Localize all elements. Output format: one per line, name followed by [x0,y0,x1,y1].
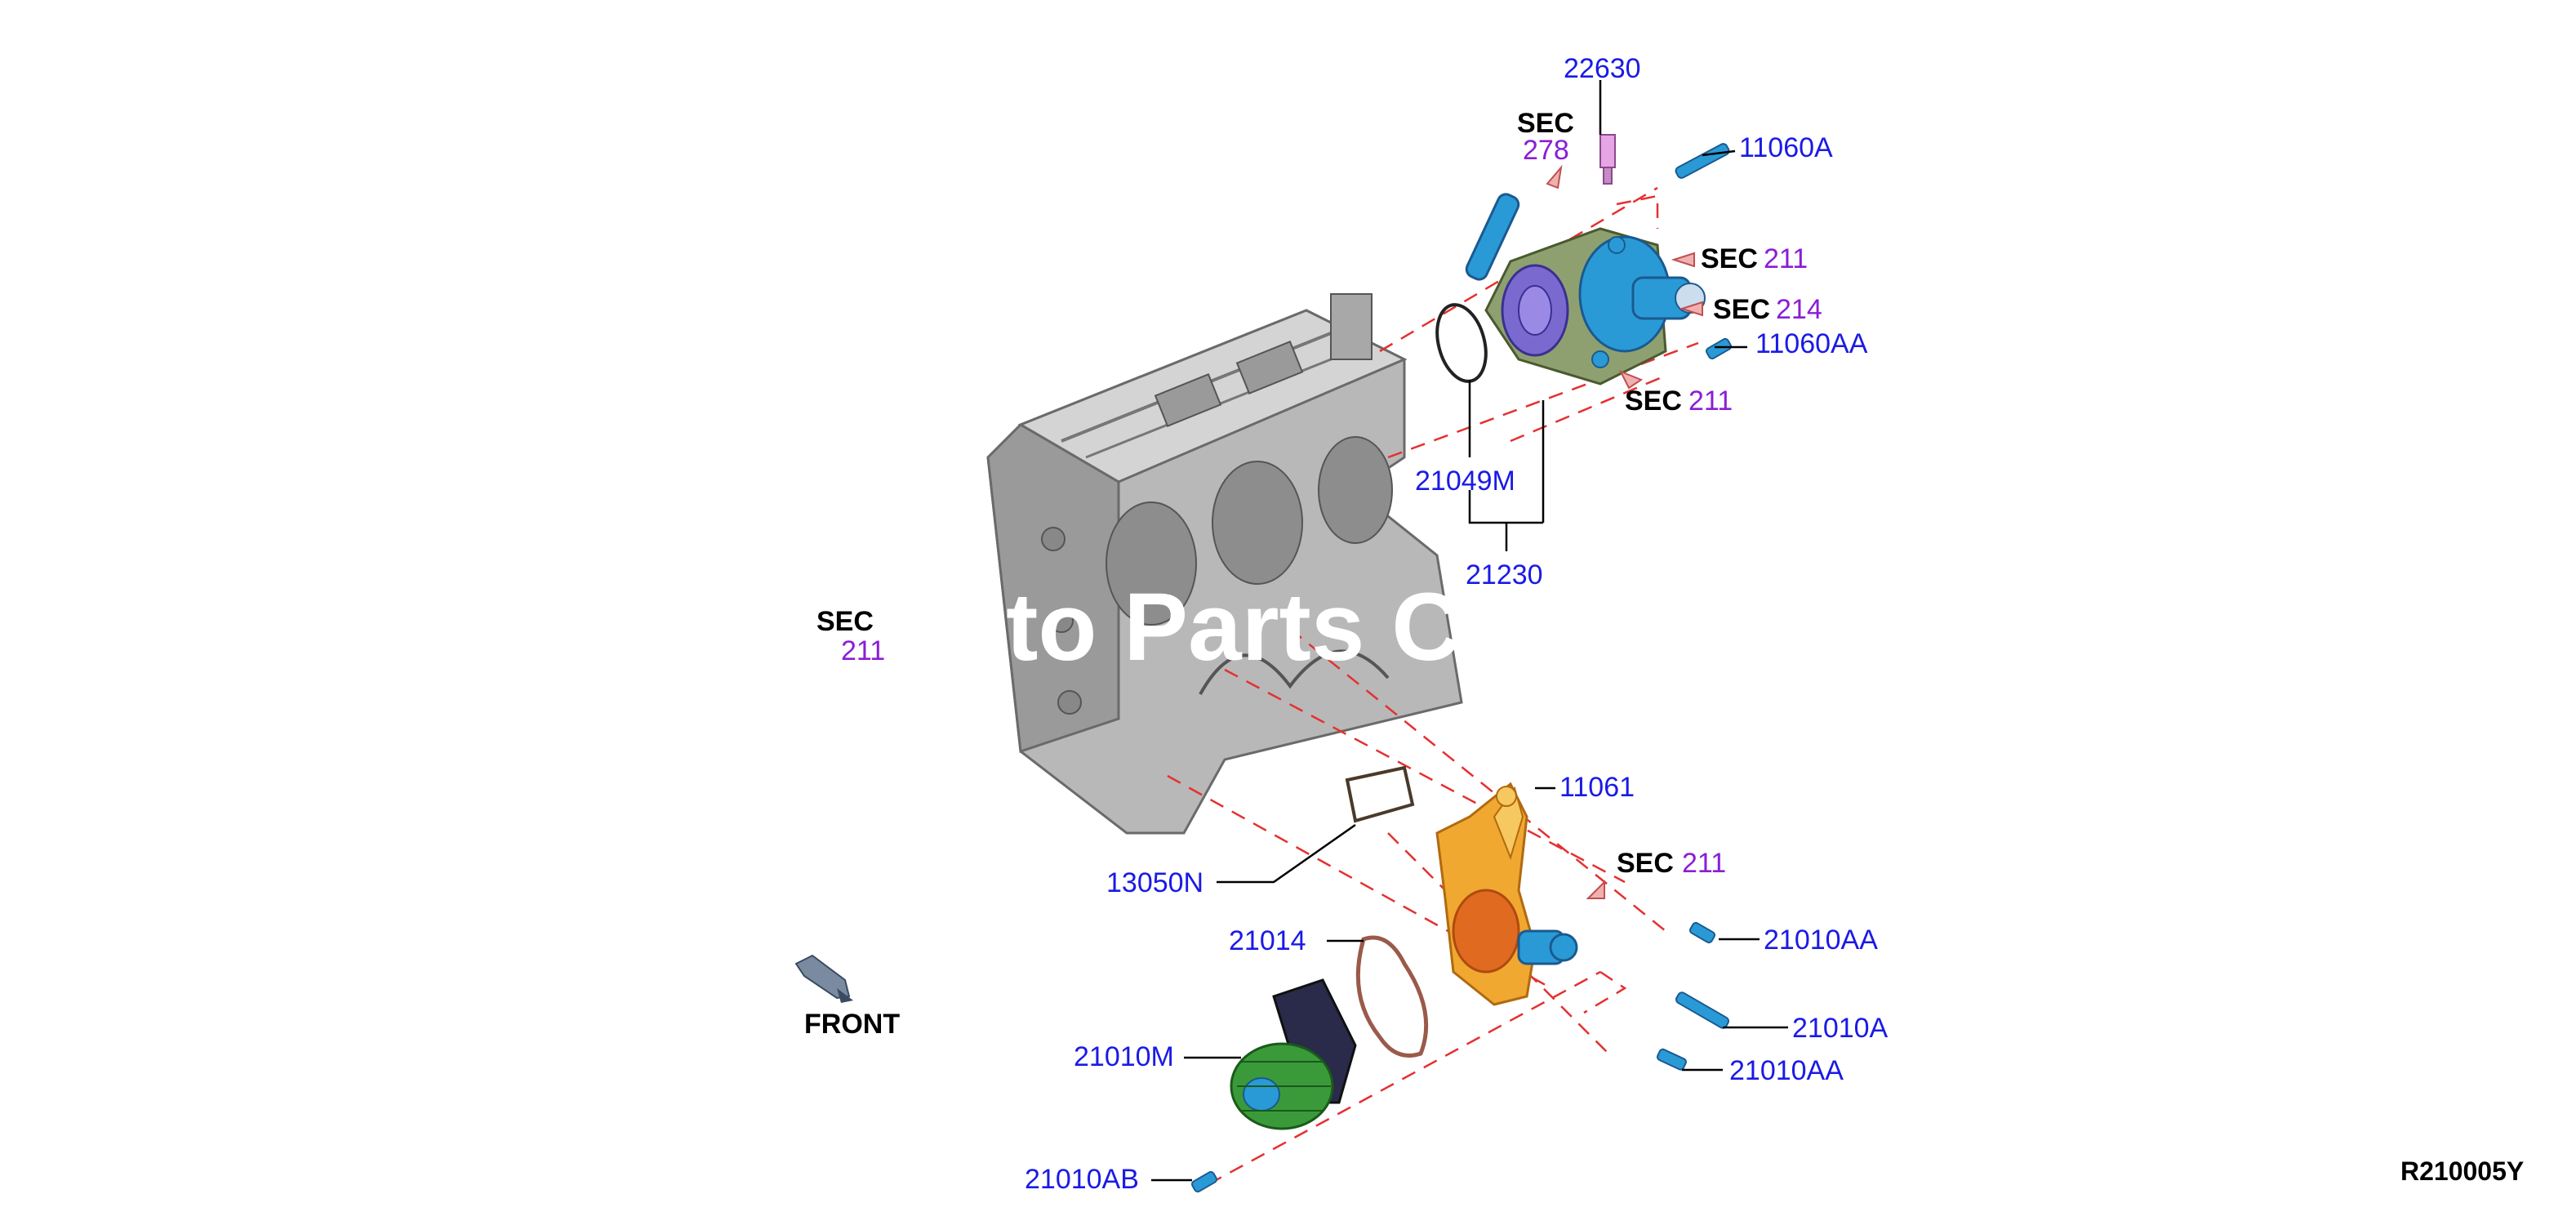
leader-lines [1151,80,1788,1182]
front-arrow-icon [794,954,853,1003]
label-11061[interactable]: 11061 [1559,772,1635,803]
sec-214-label[interactable]: SEC [1713,294,1770,325]
section-arrows [1546,164,1703,899]
sec-211-label-a[interactable]: SEC [1701,243,1758,274]
part-labels: 22630 11060A 11060AA 21049M 21230 11061 … [1025,53,1889,1195]
label-21049M[interactable]: 21049M [1415,466,1515,497]
bolt-11060A [1675,143,1730,179]
water-pump-housing [1435,782,1578,1006]
sec-278-label[interactable]: SEC [1517,108,1574,139]
label-21010A[interactable]: 21010A [1792,1013,1889,1044]
label-21010AA-upper[interactable]: 21010AA [1764,925,1878,956]
bolt-21010A [1675,991,1729,1029]
sec-211-number-b[interactable]: 211 [1688,385,1733,417]
label-11060AA[interactable]: 11060AA [1755,328,1868,359]
label-21230[interactable]: 21230 [1466,559,1543,590]
bolt-21010AA-upper [1688,921,1716,944]
sec-211-number-d[interactable]: 211 [841,635,885,666]
bolt-11060AA [1705,337,1733,360]
label-21014[interactable]: 21014 [1229,925,1306,956]
sec-211-number-a[interactable]: 211 [1764,243,1808,274]
temperature-sensor [1599,134,1616,185]
sec-211-label-d[interactable]: SEC [816,606,874,637]
sec-214-number[interactable]: 214 [1776,294,1822,325]
label-22630[interactable]: 22630 [1564,53,1641,84]
label-21010AA-lower[interactable]: 21010AA [1729,1055,1844,1086]
sec-211-number-c[interactable]: 211 [1682,848,1726,879]
gasket-21014 [1355,935,1429,1058]
bolt-21010AB [1190,1170,1218,1193]
sec-278-number[interactable]: 278 [1523,135,1569,166]
o-ring-21049M [1435,303,1488,383]
watermark-text: uto Parts Ca [947,573,1515,681]
water-pump [1230,978,1357,1130]
bolt-21010AA-lower [1656,1048,1687,1071]
label-13050N[interactable]: 13050N [1106,867,1203,898]
sec-211-label-b[interactable]: SEC [1625,385,1682,417]
label-21010M[interactable]: 21010M [1074,1041,1174,1072]
label-11060A[interactable]: 11060A [1739,132,1833,163]
label-21010AB[interactable]: 21010AB [1025,1164,1139,1195]
sec-211-label-c[interactable]: SEC [1617,848,1674,879]
diagram-code: R210005Y [2400,1156,2524,1186]
section-refs: SEC 278 SEC 211 SEC 214 SEC 211 SEC 211 … [816,108,1822,879]
engine-block [986,293,1463,835]
thermostat-housing [1465,193,1706,385]
gasket-13050N [1345,765,1415,823]
front-label: FRONT [804,1009,900,1040]
